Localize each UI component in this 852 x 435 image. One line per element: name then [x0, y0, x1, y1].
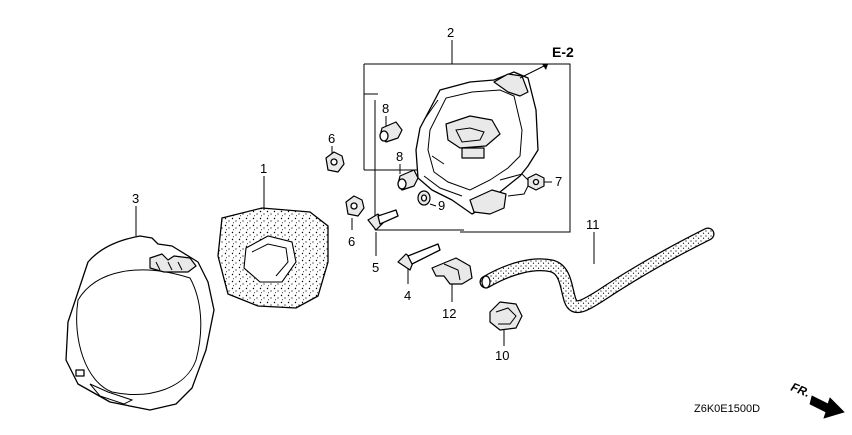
- direction-label: FR.: [789, 380, 812, 400]
- collar-lower: [397, 169, 419, 191]
- bolt-short: [367, 209, 399, 231]
- air-cleaner-cover: [65, 235, 215, 411]
- breather-hose: [479, 227, 715, 314]
- callout-4: 4: [404, 288, 411, 303]
- callout-12: 12: [442, 306, 456, 321]
- washer: [417, 190, 431, 206]
- callout-3: 3: [132, 191, 139, 206]
- nut-upper: [325, 151, 345, 173]
- callout-5: 5: [372, 260, 379, 275]
- collar-upper: [379, 121, 403, 143]
- nut-lower: [345, 195, 365, 217]
- callout-labels: 2 1 3 8 6 8 7 9 6 5 4 12 10 11: [132, 25, 600, 363]
- callout-6-upper: 6: [328, 131, 335, 146]
- callout-2: 2: [447, 25, 454, 40]
- bolt-long: [397, 243, 441, 271]
- callout-7: 7: [555, 174, 562, 189]
- callout-9: 9: [438, 198, 445, 213]
- hose-clip-bracket: [431, 257, 473, 285]
- hose-clamp: [489, 301, 523, 331]
- foam-element: [217, 207, 329, 309]
- assembly-boundary: [363, 63, 571, 233]
- callout-6-lower: 6: [348, 234, 355, 249]
- callout-8-lower: 8: [396, 149, 403, 164]
- reference-code: E-2: [552, 44, 574, 60]
- drawing-code: Z6K0E1500D: [694, 403, 760, 415]
- callout-11: 11: [586, 217, 600, 232]
- callout-1: 1: [260, 161, 267, 176]
- air-cleaner-case: [415, 71, 539, 215]
- arrow-icon: [809, 395, 845, 419]
- nut-right: [527, 173, 545, 191]
- front-direction-arrow: FR.: [789, 380, 845, 419]
- leader-lines: [135, 40, 595, 346]
- callout-8-upper: 8: [382, 101, 389, 116]
- callout-10: 10: [495, 348, 509, 363]
